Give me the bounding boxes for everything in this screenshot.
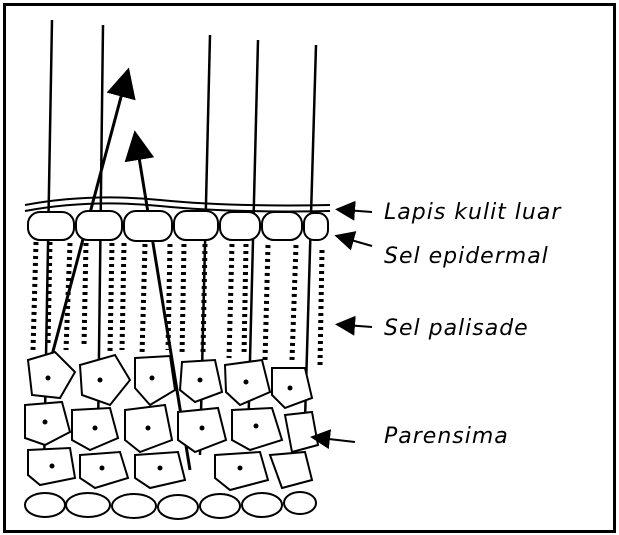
reflected-rays bbox=[48, 82, 190, 470]
parenchyma-cell bbox=[215, 452, 268, 490]
lower-cell bbox=[284, 492, 316, 514]
palisade-cell bbox=[182, 244, 184, 355]
chloroplast bbox=[254, 424, 259, 429]
epidermal-cell bbox=[304, 213, 328, 240]
epidermal-cell bbox=[28, 212, 74, 240]
lower-cell bbox=[112, 494, 156, 518]
parenchyma-cell bbox=[80, 452, 128, 488]
palisade-cell bbox=[265, 245, 268, 360]
label-parenchyma: Parensima bbox=[384, 424, 509, 449]
lower-cell bbox=[200, 494, 240, 518]
chloroplast bbox=[238, 466, 243, 471]
chloroplast bbox=[288, 386, 293, 391]
palisade-cell bbox=[229, 244, 232, 358]
epidermal-cell bbox=[76, 211, 122, 240]
pointer-palisade bbox=[345, 325, 372, 327]
epidermal-cell bbox=[262, 212, 302, 240]
label-epidermal: Sel epidermal bbox=[384, 244, 549, 269]
chloroplast bbox=[46, 376, 51, 381]
parenchyma-cell bbox=[285, 412, 318, 452]
lower-cell bbox=[158, 495, 198, 519]
label-pointers bbox=[320, 210, 372, 442]
parenchyma-cells bbox=[25, 352, 318, 490]
chloroplast bbox=[200, 426, 205, 431]
palisade-cell bbox=[142, 244, 145, 355]
palisade-cell bbox=[244, 244, 246, 355]
palisade-cell bbox=[292, 245, 296, 360]
chloroplast bbox=[158, 466, 163, 471]
epidermal-cell bbox=[124, 211, 172, 241]
parenchyma-cell bbox=[135, 356, 175, 405]
chloroplast bbox=[198, 378, 203, 383]
palisade-cell bbox=[84, 243, 86, 345]
pointer-parenchyma bbox=[320, 438, 355, 442]
lower-cell bbox=[25, 493, 65, 517]
chloroplast bbox=[50, 464, 55, 469]
label-outer-layer: Lapis kulit luar bbox=[384, 200, 561, 225]
palisade-cell bbox=[33, 242, 36, 350]
outer-layer bbox=[25, 197, 330, 211]
epidermal-cell bbox=[174, 211, 218, 240]
lower-cell bbox=[66, 493, 110, 517]
chloroplast bbox=[244, 380, 249, 385]
pointer-outer-layer bbox=[345, 210, 372, 212]
pointer-epidermal bbox=[344, 238, 372, 246]
epidermal-cell bbox=[220, 212, 260, 240]
parenchyma-cell bbox=[25, 402, 70, 445]
parenchyma-cell bbox=[232, 408, 282, 450]
lower-epidermis bbox=[25, 492, 316, 519]
palisade-cell bbox=[48, 242, 50, 345]
chloroplast bbox=[93, 426, 98, 431]
chloroplast bbox=[146, 426, 151, 431]
parenchyma-cell bbox=[28, 352, 75, 398]
parenchyma-cell bbox=[80, 355, 130, 405]
epidermal-cells bbox=[28, 211, 328, 241]
palisade-cell bbox=[122, 243, 124, 350]
chloroplast bbox=[150, 376, 155, 381]
chloroplast bbox=[98, 378, 103, 383]
parenchyma-cell bbox=[270, 452, 312, 488]
lower-cell bbox=[242, 493, 282, 517]
palisade-cell bbox=[320, 250, 322, 365]
chloroplast bbox=[43, 420, 48, 425]
palisade-cell bbox=[110, 243, 112, 352]
chloroplast bbox=[100, 466, 105, 471]
label-palisade: Sel palisade bbox=[384, 316, 529, 341]
